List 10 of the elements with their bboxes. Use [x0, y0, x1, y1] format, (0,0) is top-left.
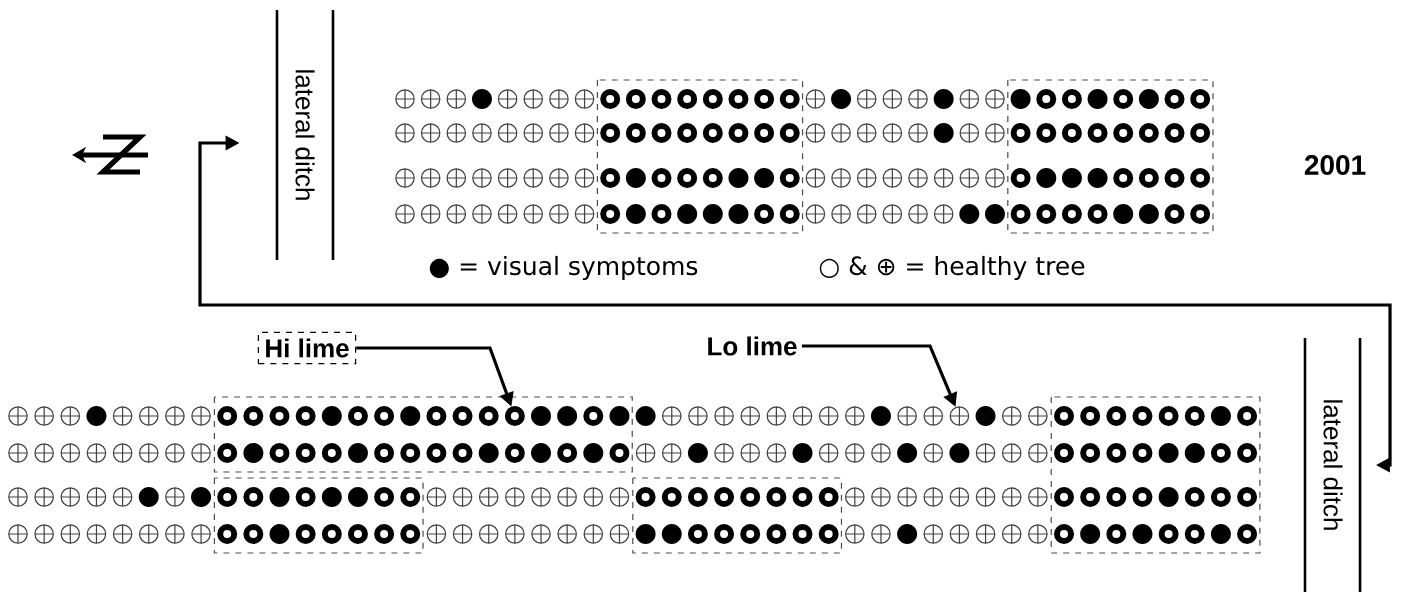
tree-symbol	[504, 406, 525, 426]
ditch-drawing: lateral ditch	[275, 10, 335, 260]
treatment-label: Lo lime	[708, 336, 797, 356]
ditch-drawing: lateral ditch	[1303, 338, 1362, 592]
dashed-label-box: Hi lime	[257, 331, 357, 365]
tree-symbol	[949, 406, 970, 426]
arrow	[198, 135, 1392, 473]
legend-entry: ● = visual symptoms	[429, 255, 698, 281]
legend-entry: ○ & ⊕ = healthy tree	[819, 255, 1085, 281]
year-label: 2001	[1304, 155, 1366, 175]
